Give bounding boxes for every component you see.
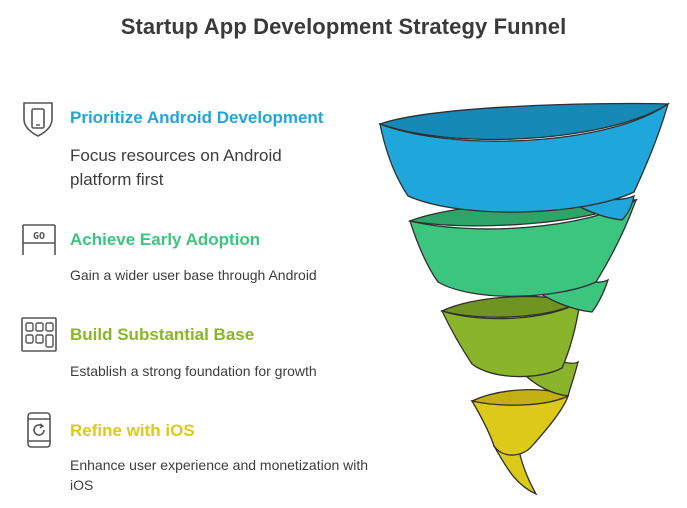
- svg-text:GO: GO: [33, 231, 45, 242]
- step-heading: Prioritize Android Development: [70, 108, 324, 127]
- funnel-graphic: [377, 102, 671, 496]
- step-description: Focus resources on Android platform firs…: [70, 146, 282, 189]
- phone-refresh-icon: [27, 412, 51, 448]
- step-heading: Build Substantial Base: [70, 325, 255, 344]
- building-grid-icon: [21, 317, 57, 352]
- smartphone-shield-icon: [23, 102, 53, 137]
- funnel-layer-blue: [379, 102, 670, 213]
- funnel-layer-yellow: [470, 394, 570, 456]
- funnel-layer-olive: [440, 300, 581, 378]
- step-heading: Refine with iOS: [70, 421, 195, 440]
- step-description: Enhance user experience and monetization…: [70, 457, 369, 493]
- funnel-layer-green: [409, 198, 638, 297]
- page-title: Startup App Development Strategy Funnel: [120, 14, 567, 39]
- step-description: Gain a wider user base through Android: [70, 267, 317, 283]
- go-sign-icon: GO: [22, 224, 56, 255]
- step-heading: Achieve Early Adoption: [70, 230, 261, 249]
- step-description: Establish a strong foundation for growth: [70, 363, 317, 379]
